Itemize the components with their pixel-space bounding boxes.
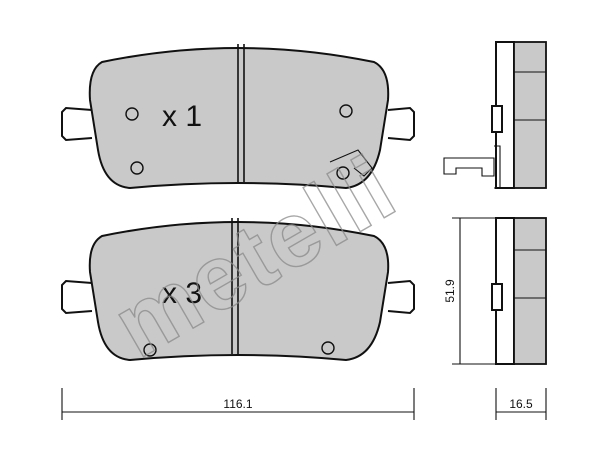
bottom-pad-hole bbox=[143, 343, 157, 357]
bottom-pad-backplate bbox=[61, 279, 415, 315]
dimension-width: 116.1 bbox=[61, 388, 415, 420]
bottom-pad-quantity: x 3 bbox=[162, 277, 202, 310]
top-pad-hole bbox=[336, 166, 350, 180]
height-dimension-label: 51.9 bbox=[443, 279, 457, 303]
wear-sensor-clip bbox=[329, 149, 373, 177]
bottom-pad-side-view bbox=[491, 217, 547, 365]
bottom-pad-friction bbox=[88, 221, 390, 362]
top-pad-hole bbox=[130, 161, 144, 175]
top-brake-pad: x 1 bbox=[61, 44, 415, 190]
dimension-height: 51.9 bbox=[443, 217, 496, 365]
thickness-dimension-label: 16.5 bbox=[509, 397, 533, 411]
bottom-brake-pad: x 3 bbox=[61, 218, 415, 362]
top-pad-friction bbox=[88, 47, 390, 190]
bottom-pad-hole bbox=[321, 341, 335, 355]
top-pad-backplate bbox=[61, 106, 415, 142]
top-pad-hole bbox=[339, 104, 353, 118]
top-side-friction bbox=[513, 41, 547, 189]
width-dimension-label: 116.1 bbox=[223, 397, 252, 411]
top-pad-side-view bbox=[443, 41, 547, 189]
top-pad-quantity: x 1 bbox=[162, 100, 202, 133]
dimension-thickness: 16.5 bbox=[495, 388, 547, 420]
bottom-side-friction bbox=[513, 217, 547, 365]
top-pad-hole bbox=[125, 107, 139, 121]
top-side-sensor-clip bbox=[443, 145, 501, 189]
